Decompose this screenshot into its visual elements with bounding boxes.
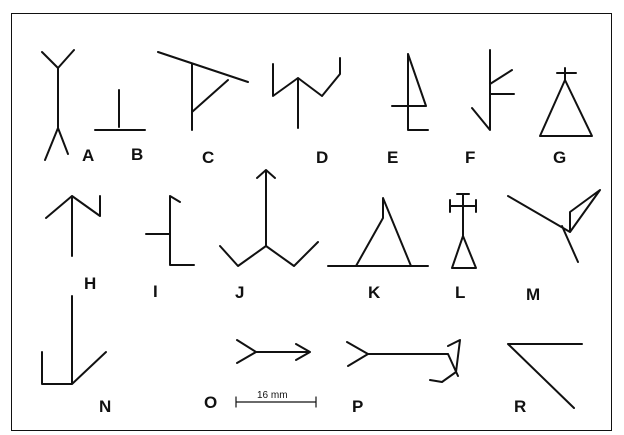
symbol-p: P — [347, 340, 460, 416]
symbol-n: N — [42, 296, 111, 416]
label-e: E — [387, 148, 398, 167]
symbol-m: M — [508, 190, 600, 304]
label-g: G — [553, 148, 566, 167]
symbol-b: B — [95, 90, 145, 164]
symbol-i: I — [146, 196, 194, 301]
label-r: R — [514, 397, 526, 416]
label-c: C — [202, 148, 214, 167]
label-a: A — [82, 146, 94, 165]
symbol-a: A — [42, 50, 94, 165]
label-d: D — [316, 148, 328, 167]
symbol-d: D — [273, 58, 340, 167]
symbol-r: R — [508, 344, 582, 416]
label-n: N — [99, 397, 111, 416]
label-j: J — [235, 283, 244, 302]
symbol-j: J — [220, 170, 318, 302]
symbol-f: F — [465, 50, 514, 167]
label-o: O — [204, 393, 217, 412]
symbol-e: E — [387, 54, 428, 167]
symbol-g: G — [540, 68, 592, 167]
symbol-h: H — [46, 196, 100, 293]
symbol-o: O — [204, 340, 310, 412]
label-m: M — [526, 285, 540, 304]
symbol-k: K — [328, 198, 428, 302]
label-l: L — [455, 283, 465, 302]
scale-bar-label: 16 mm — [257, 390, 288, 401]
label-b: B — [131, 145, 143, 164]
scale-bar: 16 mm — [236, 390, 316, 407]
label-h: H — [84, 274, 96, 293]
symbol-c: C — [158, 52, 248, 167]
label-i: I — [153, 282, 158, 301]
label-f: F — [465, 148, 475, 167]
symbol-l: L — [450, 194, 476, 302]
label-k: K — [368, 283, 381, 302]
label-p: P — [352, 397, 363, 416]
